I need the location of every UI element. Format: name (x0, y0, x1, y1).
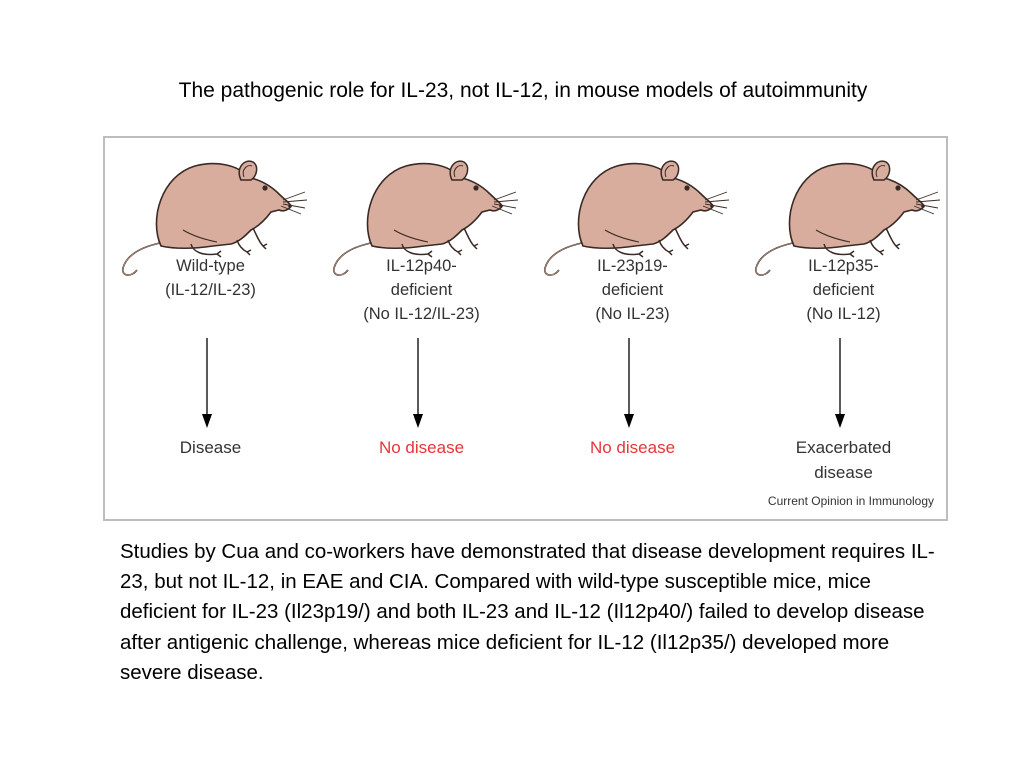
down-arrow-icon (412, 338, 424, 428)
panel-il12p40-deficient: IL-12p40- deficient (No IL-12/IL-23) No … (316, 138, 527, 519)
mouse-label: IL-23p19- deficient (No IL-23) (595, 257, 670, 323)
caption-text: Studies by Cua and co-workers have demon… (120, 540, 935, 684)
panel-wild-type: Wild-type (IL-12/IL-23) Disease (105, 138, 316, 519)
outcome-label: No disease (378, 438, 465, 457)
mouse-label: IL-12p35- deficient (No IL-12) (806, 257, 881, 323)
mouse-label: IL-12p40- deficient (No IL-12/IL-23) (363, 257, 480, 323)
slide-title: The pathogenic role for IL-23, not IL-12… (178, 79, 868, 102)
panel-il12p35-deficient: IL-12p35- deficient (No IL-12) Exacerbat… (738, 138, 949, 519)
outcome-label: No disease (589, 438, 676, 457)
figure-credit: Current Opinion in Immunology (767, 494, 934, 508)
down-arrow-icon (834, 338, 846, 428)
down-arrow-icon (201, 338, 213, 428)
down-arrow-icon (623, 338, 635, 428)
outcome-label: Disease (179, 438, 242, 457)
figure-frame: Wild-type (IL-12/IL-23) Disease IL-12p40… (103, 136, 948, 521)
outcome-label: Exacerbated disease (795, 438, 892, 482)
panel-il23p19-deficient: IL-23p19- deficient (No IL-23) No diseas… (527, 138, 738, 519)
mouse-label: Wild-type (IL-12/IL-23) (165, 257, 256, 299)
